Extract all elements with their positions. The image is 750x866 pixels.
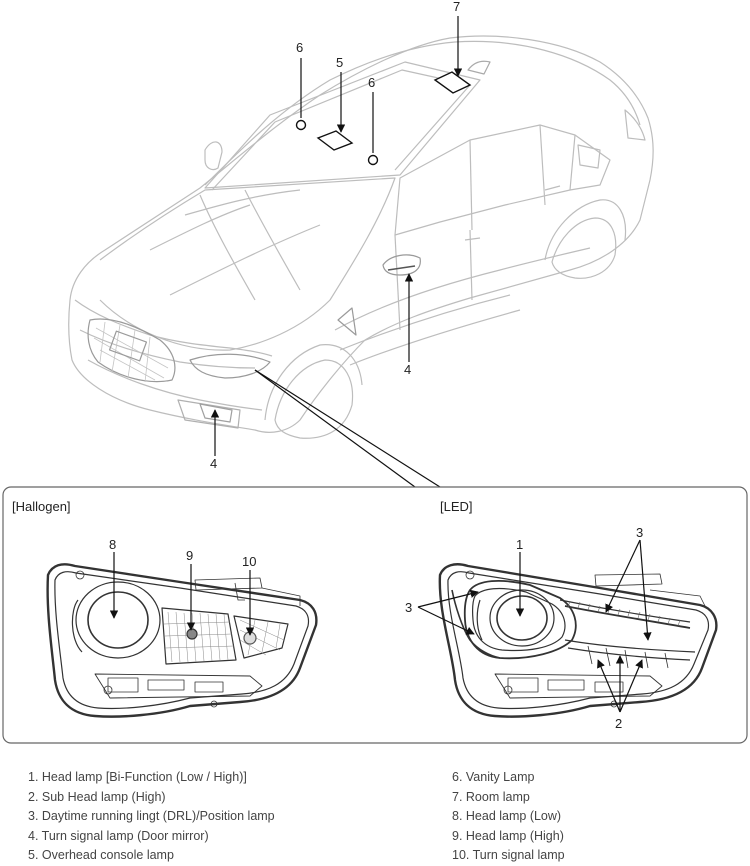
- legend-item: 9. Head lamp (High): [452, 828, 564, 843]
- callout-4-bumper: 4: [210, 456, 217, 471]
- callout-6-right: 6: [368, 75, 375, 90]
- legend-item: 2. Sub Head lamp (High): [28, 789, 166, 804]
- legend-item: 1. Head lamp [Bi-Function (Low / High)]: [28, 770, 247, 784]
- led-leaders: [417, 539, 652, 713]
- callout-5: 5: [336, 55, 343, 70]
- legend-item: 6. Vanity Lamp: [452, 770, 535, 784]
- callout-3-left: 3: [405, 600, 412, 615]
- legend-item: 10. Turn signal lamp: [452, 848, 565, 863]
- legend-item: 8. Head lamp (Low): [452, 809, 562, 824]
- vehicle-leaders: [210, 16, 463, 488]
- legend-item: 4. Turn signal lamp (Door mirror): [28, 828, 209, 843]
- led-panel-title: [LED]: [440, 499, 473, 514]
- legend-left-column: 1. Head lamp [Bi-Function (Low / High)] …: [28, 768, 275, 866]
- halogen-panel-title: [Hallogen]: [12, 499, 71, 514]
- legend-right-column: 6. Vanity Lamp 7. Room lamp 8. Head lamp…: [452, 768, 565, 866]
- callout-1: 1: [516, 537, 523, 552]
- callout-6-left: 6: [296, 40, 303, 55]
- vanity-lamp-left-marker: [295, 119, 307, 131]
- callout-3-top: 3: [636, 525, 643, 540]
- callout-8: 8: [109, 537, 116, 552]
- legend-item: 5. Overhead console lamp: [28, 848, 174, 863]
- halogen-headlamp: [46, 563, 318, 718]
- vehicle-illustration: [68, 35, 654, 439]
- halogen-leaders: [109, 552, 255, 636]
- led-headlamp: [438, 563, 718, 718]
- callout-7: 7: [453, 0, 460, 14]
- overhead-console-lamp-marker: [316, 130, 354, 151]
- callout-2: 2: [615, 716, 622, 731]
- overhead-lamps: [295, 71, 472, 166]
- callout-9: 9: [186, 548, 193, 563]
- legend-item: 7. Room lamp: [452, 789, 530, 804]
- callout-10: 10: [242, 554, 256, 569]
- room-lamp-marker: [433, 71, 472, 94]
- callout-4-mirror: 4: [404, 362, 411, 377]
- detail-panel: [2, 486, 748, 744]
- legend-item: 3. Daytime running lingt (DRL)/Position …: [28, 809, 275, 824]
- vanity-lamp-right-marker: [367, 154, 379, 166]
